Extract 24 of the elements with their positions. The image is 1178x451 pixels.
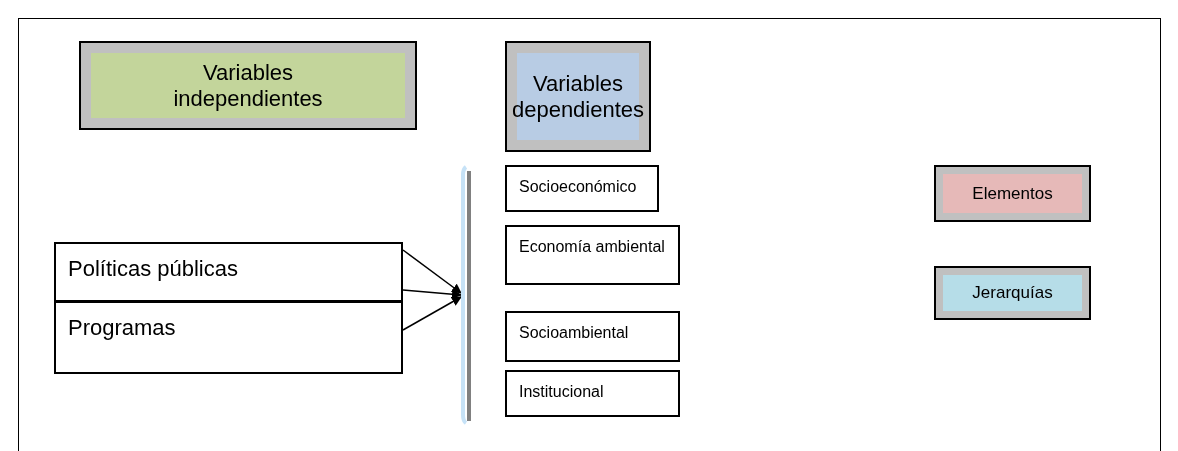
- legend-box: [934, 266, 1091, 320]
- arrow: [402, 249, 462, 294]
- box-label: Socioeconómico: [519, 177, 638, 197]
- legend-box: [934, 165, 1091, 222]
- box-label: Institucional: [519, 382, 605, 402]
- box-label: Economía ambiental: [519, 237, 666, 257]
- header-box: [505, 41, 651, 152]
- arrow: [402, 296, 462, 331]
- category-box: [505, 165, 659, 212]
- bracket: [461, 165, 473, 425]
- box-label: Variables dependientes: [511, 70, 645, 123]
- box-label: Políticas públicas: [68, 255, 239, 283]
- category-box: [505, 311, 680, 362]
- box-label: Jerarquías: [972, 282, 1053, 305]
- box-label: Programas: [68, 314, 177, 342]
- box-label: Socioambiental: [519, 323, 630, 343]
- category-box: [54, 242, 403, 302]
- box-label: Variables independientes: [172, 59, 324, 112]
- category-box: [505, 370, 680, 417]
- header-box: [79, 41, 417, 130]
- category-box: [505, 225, 680, 285]
- arrow: [402, 289, 462, 300]
- box-label: Elementos: [972, 182, 1053, 205]
- category-box: [54, 301, 403, 374]
